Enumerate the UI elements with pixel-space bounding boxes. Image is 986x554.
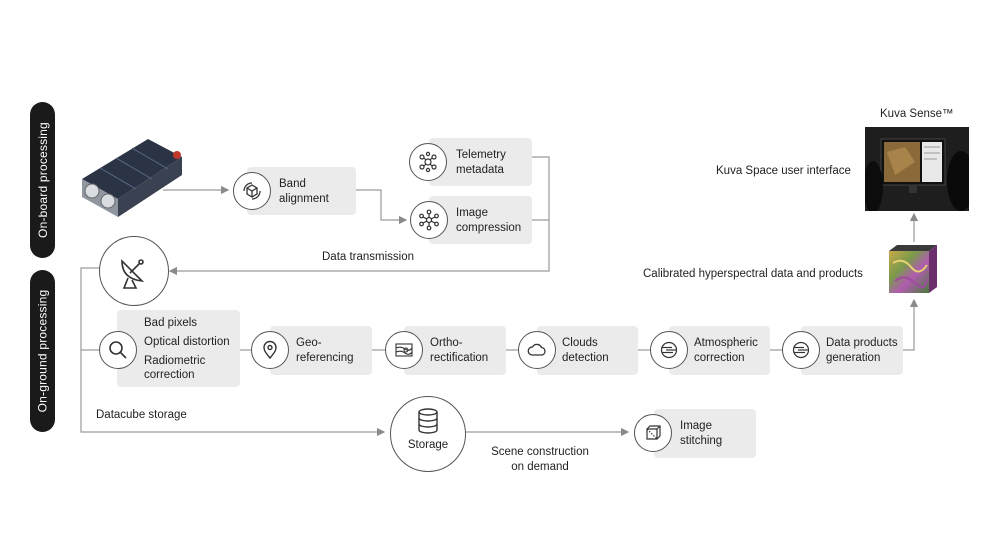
- atmos-node: [650, 331, 688, 369]
- clouds-label: Clouds detection: [562, 337, 609, 364]
- hyperspectral-cube-image: [889, 245, 937, 293]
- arrow-transmission: [168, 156, 550, 276]
- compression-node: [410, 201, 448, 239]
- storage-label: Storage: [407, 439, 449, 451]
- terrain-grid-icon: [395, 343, 413, 357]
- georef-box: Geo- referencing: [270, 326, 372, 375]
- georef-label: Geo- referencing: [296, 337, 354, 364]
- cube-icon: [646, 425, 661, 440]
- database-icon: [418, 408, 438, 434]
- atmos-label: Atmospheric correction: [694, 337, 758, 364]
- telemetry-node: [409, 143, 447, 181]
- ground-station-node: [99, 236, 169, 306]
- user-interface-photo: [865, 127, 969, 211]
- onground-section-pill: On-ground processing: [30, 270, 55, 432]
- globe-layers-icon: [660, 341, 678, 359]
- band-alignment-node: [233, 172, 271, 210]
- datacube-storage-label: Datacube storage: [96, 409, 187, 421]
- arrow-band-to-compression: [356, 189, 408, 225]
- stitching-label: Image stitching: [680, 420, 723, 447]
- products-label: Data products generation: [826, 337, 898, 364]
- magnifier-icon: [109, 341, 127, 359]
- atmos-box: Atmospheric correction: [669, 326, 770, 375]
- cube-rotate-icon: [243, 182, 261, 200]
- correction-optical-distortion: Optical distortion: [144, 336, 230, 348]
- stitching-box: Image stitching: [654, 409, 756, 458]
- arrow-products-to-cube: [903, 298, 919, 351]
- ortho-node: [385, 331, 423, 369]
- onboard-section-label: On-board processing: [35, 122, 50, 238]
- map-pin-icon: [263, 340, 277, 360]
- products-node: [782, 331, 820, 369]
- telemetry-label: Telemetry metadata: [456, 149, 506, 176]
- data-transmission-label: Data transmission: [322, 251, 415, 263]
- cloud-icon: [527, 343, 546, 356]
- correction-radiometric: Radiometric correction: [144, 355, 206, 381]
- network-cluster-icon: [419, 151, 437, 173]
- ui-label: Kuva Space user interface: [716, 165, 851, 177]
- storage-node: Storage: [390, 396, 466, 472]
- satellite-dish-icon: [121, 259, 145, 289]
- onground-section-label: On-ground processing: [35, 289, 50, 413]
- onboard-section-pill: On-board processing: [30, 102, 55, 258]
- ortho-label: Ortho- rectification: [430, 337, 489, 364]
- correction-bad-pixels: Bad pixels: [144, 317, 198, 329]
- corrections-node: [99, 331, 137, 369]
- stitching-node: [634, 414, 672, 452]
- compression-label: Image compression: [456, 207, 522, 234]
- nodes-icon: [419, 209, 439, 231]
- band-alignment-label: Band alignment: [279, 178, 329, 205]
- corrections-box: Bad pixels Optical distortion Radiometri…: [117, 310, 240, 387]
- scene-construction-label: Scene construction on demand: [491, 446, 589, 473]
- products-box: Data products generation: [801, 326, 903, 375]
- kuva-sense-label: Kuva Sense™: [880, 108, 954, 120]
- georef-node: [251, 331, 289, 369]
- satellite-image: [82, 139, 182, 217]
- clouds-node: [518, 331, 556, 369]
- globe-layers-icon-2: [792, 341, 810, 359]
- calibrated-data-label: Calibrated hyperspectral data and produc…: [643, 268, 863, 280]
